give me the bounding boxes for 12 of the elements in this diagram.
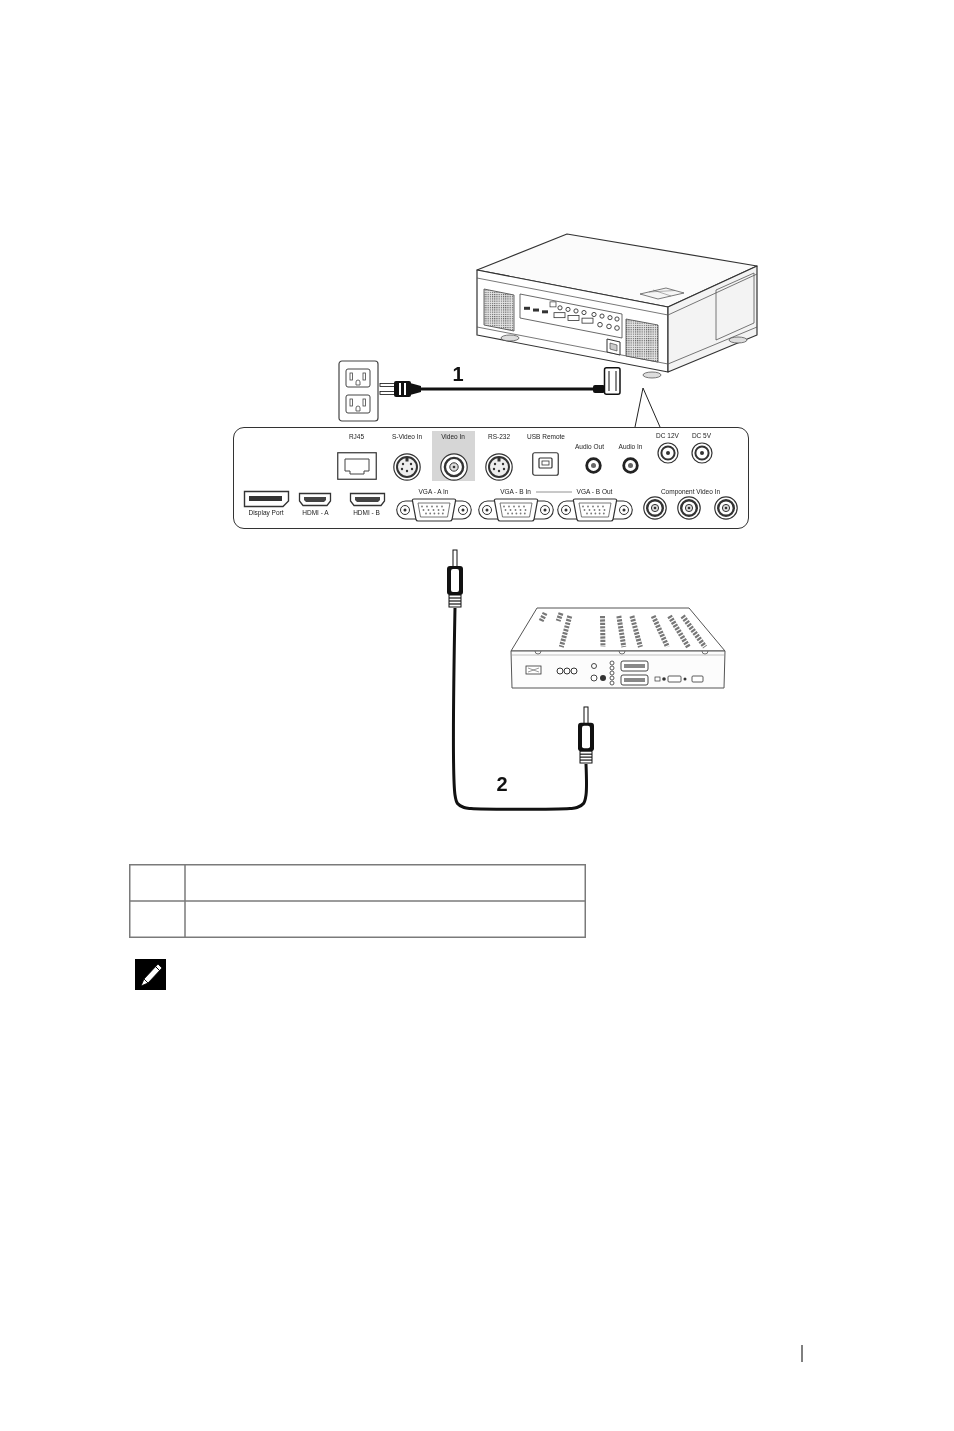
video-cable xyxy=(452,607,588,811)
highlight-panel xyxy=(431,430,475,481)
dvd-player-drawing xyxy=(508,604,728,692)
cable-number: 1 xyxy=(451,364,465,384)
cable-number: 2 xyxy=(495,774,509,794)
power-cable xyxy=(421,387,593,391)
rca-plug-drawing xyxy=(577,706,595,764)
rca-plug-drawing xyxy=(446,549,464,608)
power-connector-drawing xyxy=(593,367,621,395)
power-plug-drawing xyxy=(379,381,421,397)
wall-outlet-drawing xyxy=(338,360,379,422)
connector-panel xyxy=(233,427,749,529)
